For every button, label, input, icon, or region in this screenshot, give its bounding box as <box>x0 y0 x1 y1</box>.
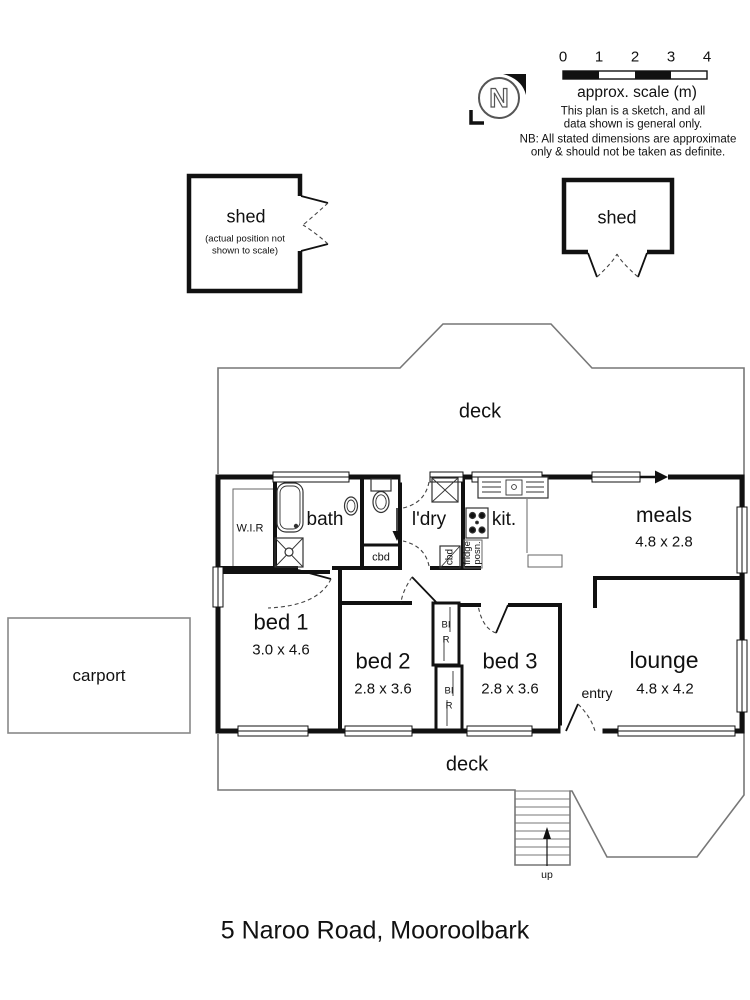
shed-left-note1: (actual position not <box>205 233 285 245</box>
room-label-bir-top: BIR <box>441 619 451 645</box>
scale-tick-2: 2 <box>630 48 640 66</box>
north-compass-icon: N <box>469 74 526 125</box>
room-label-cbd-wc: cbd <box>372 551 390 564</box>
room-label-lounge: lounge <box>629 646 699 673</box>
room-label-ldry: l'dry <box>411 509 447 531</box>
bir-bottom-box <box>434 664 464 733</box>
stairs-up-label: up <box>541 868 553 881</box>
room-label-fridge: fridge posn. <box>462 541 483 565</box>
laundry-cupboard <box>439 545 461 569</box>
room-label-carport: carport <box>72 666 126 686</box>
room-dims-bed2: 2.8 x 3.6 <box>354 680 412 698</box>
scale-tick-4: 4 <box>702 48 712 66</box>
room-label-bed3: bed 3 <box>482 648 538 674</box>
fixtures <box>232 476 563 569</box>
room-label-bed2: bed 2 <box>355 648 411 674</box>
fridge-space <box>463 539 483 569</box>
room-label-kit: kit. <box>491 509 517 531</box>
scale-tick-1: 1 <box>594 48 604 66</box>
bathtub-icon <box>276 482 304 533</box>
room-label-wir: W.I.R <box>236 522 264 535</box>
scale-tick-0: 0 <box>558 48 568 66</box>
stair-treads <box>515 790 570 856</box>
shed-left-note2: shown to scale) <box>211 245 279 257</box>
room-dims-meals: 4.8 x 2.8 <box>635 533 693 551</box>
nb-line1: NB: All stated dimensions are approximat… <box>519 133 737 146</box>
shed-right-label: shed <box>597 207 637 228</box>
scale-caption: approx. scale (m) <box>577 84 697 102</box>
toilet-icon <box>370 478 392 492</box>
shed-right-structure <box>561 177 675 278</box>
bir-sliding-doors <box>443 607 454 726</box>
deck-bottom-label: deck <box>445 753 489 776</box>
carport-structure <box>7 617 191 734</box>
room-dims-bed1: 3.0 x 4.6 <box>252 641 310 659</box>
laundry-trough-icon <box>431 477 459 503</box>
disclaimer-line2: data shown is general only. <box>563 118 703 131</box>
scale-tick-3: 3 <box>666 48 676 66</box>
room-label-bir-bottom: BIR <box>444 685 454 711</box>
disclaimer-line1: This plan is a sketch, and all <box>560 105 706 118</box>
basin-icon <box>343 496 359 516</box>
room-label-bed1: bed 1 <box>253 609 309 635</box>
room-label-entry: entry <box>581 684 613 701</box>
room-label-meals: meals <box>635 503 693 527</box>
stove-icon <box>465 507 489 539</box>
doors <box>267 481 596 732</box>
shower-icon <box>274 537 304 568</box>
windows <box>212 470 748 737</box>
nb-line2: only & should not be taken as definite. <box>530 146 726 159</box>
room-label-bath: bath <box>306 509 344 531</box>
shed-left-structure <box>186 173 329 294</box>
house-inner-walls <box>216 477 742 733</box>
wardrobe-shelf <box>232 488 273 566</box>
shed-left-label: shed <box>226 206 266 227</box>
page-title: 5 Naroo Road, Mooroolbark <box>220 916 530 945</box>
deck-top-label: deck <box>458 400 502 423</box>
room-dims-bed3: 2.8 x 3.6 <box>481 680 539 698</box>
deck-outline <box>217 323 745 866</box>
room-label-cbd-ldry: cbd <box>444 548 456 566</box>
svg-text:N: N <box>489 83 509 113</box>
room-dims-lounge: 4.8 x 4.2 <box>636 680 694 698</box>
scale-bar <box>562 70 708 80</box>
